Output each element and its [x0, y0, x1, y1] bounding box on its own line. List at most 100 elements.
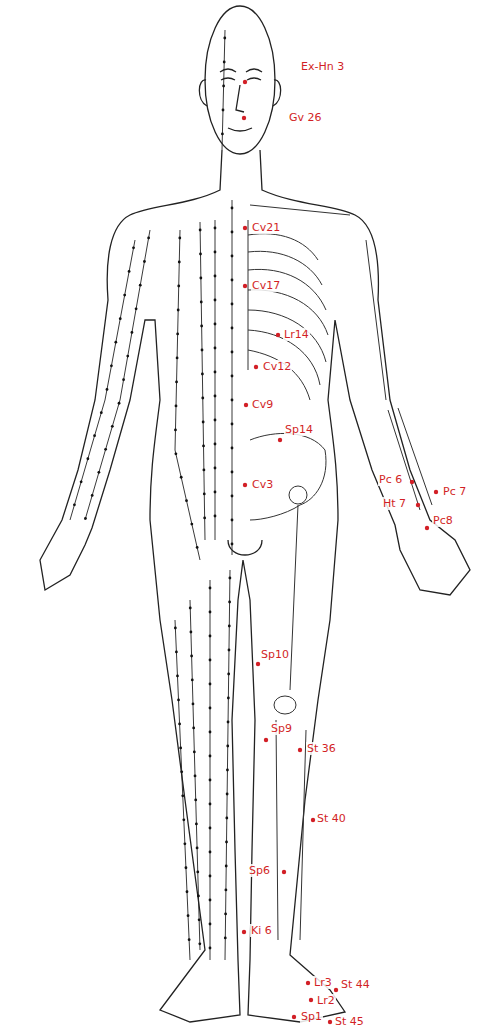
point-dot [231, 447, 234, 450]
point-dot [188, 938, 191, 941]
point-dot [193, 751, 196, 754]
point-label: Cv21 [251, 221, 281, 234]
point-dot [91, 494, 94, 497]
point-dot [202, 469, 205, 472]
point-label: Lr2 [316, 994, 336, 1007]
point-dot [231, 351, 234, 354]
point-dot [209, 683, 212, 686]
point-dot [93, 434, 96, 437]
point-dot [228, 601, 231, 604]
point-dot [209, 659, 212, 662]
meridian-lines [70, 30, 232, 960]
point-dot [177, 309, 180, 312]
point-dot [196, 846, 199, 849]
point-dot [111, 425, 114, 428]
point-dot [209, 827, 212, 830]
point-dot [202, 421, 205, 424]
point-dot [214, 443, 217, 446]
point-dot [195, 823, 198, 826]
point-dot [128, 270, 131, 273]
point-label: Pc8 [432, 514, 454, 527]
point-dot [110, 364, 113, 367]
point-dot [147, 236, 150, 239]
point-dot [214, 323, 217, 326]
point-dot [231, 519, 234, 522]
point-dot [186, 890, 189, 893]
point-dot [223, 37, 226, 40]
point-label: Gv 26 [288, 111, 323, 124]
point-dot [119, 317, 122, 320]
point-dot [177, 285, 180, 288]
point-dot [180, 476, 183, 479]
point-dot [209, 755, 212, 758]
point-dot [197, 894, 200, 897]
point-dot [175, 651, 178, 654]
point-dot [226, 769, 229, 772]
point-dot [201, 397, 204, 400]
point-dot [199, 253, 202, 256]
point-dot [209, 779, 212, 782]
point-dot [224, 913, 227, 916]
point-dot [190, 631, 193, 634]
point-label: Cv3 [251, 478, 274, 491]
body-outline [40, 6, 470, 1022]
point-dot [199, 229, 202, 232]
point-dot [135, 307, 138, 310]
point-dot [180, 770, 183, 773]
point-dot [191, 679, 194, 682]
point-dot [203, 493, 206, 496]
point-dot [227, 721, 230, 724]
point-dot [214, 347, 217, 350]
point-dot [231, 279, 234, 282]
point-dot [84, 517, 87, 520]
point-dot [225, 841, 228, 844]
point-label: Ex-Hn 3 [300, 60, 345, 73]
point-dot [174, 429, 177, 432]
point-dot [190, 523, 193, 526]
point-dot [214, 491, 217, 494]
point-dot [226, 793, 229, 796]
point-dot [143, 260, 146, 263]
point-dot [225, 817, 228, 820]
point-dot [214, 515, 217, 518]
point-dot [182, 818, 185, 821]
point-label: St 40 [316, 812, 347, 825]
point-label: Sp9 [270, 722, 293, 735]
point-dot [202, 445, 205, 448]
point-dot [176, 675, 179, 678]
point-label: Pc 7 [442, 485, 467, 498]
point-dot [198, 942, 201, 945]
point-dot [231, 375, 234, 378]
point-label: Sp14 [284, 423, 314, 436]
point-dot [226, 745, 229, 748]
point-dot [194, 775, 197, 778]
point-dot [179, 746, 182, 749]
point-dot [201, 373, 204, 376]
point-dot [196, 546, 199, 549]
point-dot [209, 851, 212, 854]
point-dot [123, 294, 126, 297]
point-dot [178, 722, 181, 725]
point-dot [231, 303, 234, 306]
point-dot [203, 517, 206, 520]
point-label: Sp6 [248, 864, 271, 877]
point-dot [231, 495, 234, 498]
point-dot [209, 635, 212, 638]
point-dot [231, 255, 234, 258]
point-label: Cv9 [251, 398, 274, 411]
point-dot [209, 875, 212, 878]
point-dots [73, 37, 233, 950]
point-dot [190, 655, 193, 658]
point-dot [228, 577, 231, 580]
point-dot [209, 923, 212, 926]
point-dot [221, 133, 224, 136]
point-dot [114, 341, 117, 344]
point-dot [185, 499, 188, 502]
skeleton [248, 205, 432, 940]
point-dot [225, 865, 228, 868]
point-dot [139, 284, 142, 287]
point-dot [122, 378, 125, 381]
point-dot [224, 937, 227, 940]
point-dot [231, 207, 234, 210]
point-dot [198, 918, 201, 921]
